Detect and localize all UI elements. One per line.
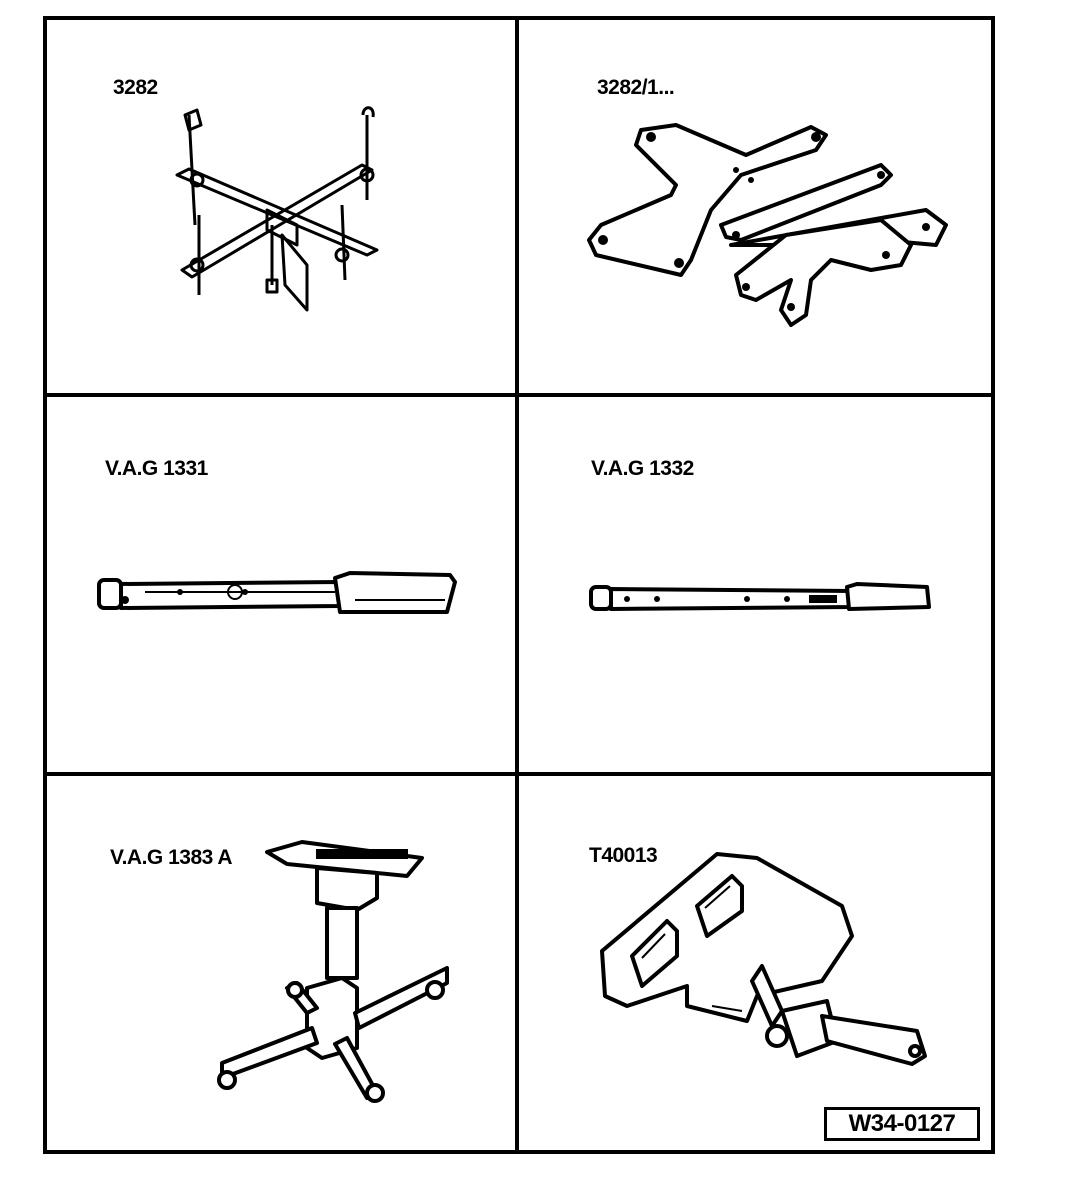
torque-wrench-large-drawing — [97, 571, 457, 614]
tool-label: V.A.G 1331 — [105, 457, 208, 480]
torque-wrench-small-drawing — [589, 582, 931, 611]
tool-label: V.A.G 1383 A — [110, 846, 233, 869]
tool-label: T40013 — [589, 844, 658, 867]
tool-cell-vag-1331: V.A.G 1331 — [47, 397, 515, 772]
transmission-jack-drawing — [217, 840, 449, 1103]
tool-cell-vag-1332: V.A.G 1332 — [519, 397, 995, 772]
row-divider-1 — [43, 393, 995, 397]
tool-label: V.A.G 1332 — [591, 457, 694, 480]
adapter-plates-drawing — [587, 123, 948, 327]
holding-bracket-drawing — [600, 852, 927, 1066]
tool-label: 3282 — [113, 76, 158, 99]
tool-cell-vag-1383a: V.A.G 1383 A — [47, 776, 515, 1150]
tool-sheet-frame — [43, 16, 995, 1154]
tool-cell-t40013: T40013 — [519, 776, 995, 1150]
tool-label: 3282/1... — [597, 76, 675, 99]
tool-cell-3282: 3282 — [47, 20, 515, 393]
center-divider — [515, 16, 519, 1154]
row-divider-2 — [43, 772, 995, 776]
engine-support-fixture-drawing — [175, 106, 379, 312]
figure-number: W34-0127 — [824, 1107, 980, 1141]
tool-cell-3282-1: 3282/1... — [519, 20, 995, 393]
